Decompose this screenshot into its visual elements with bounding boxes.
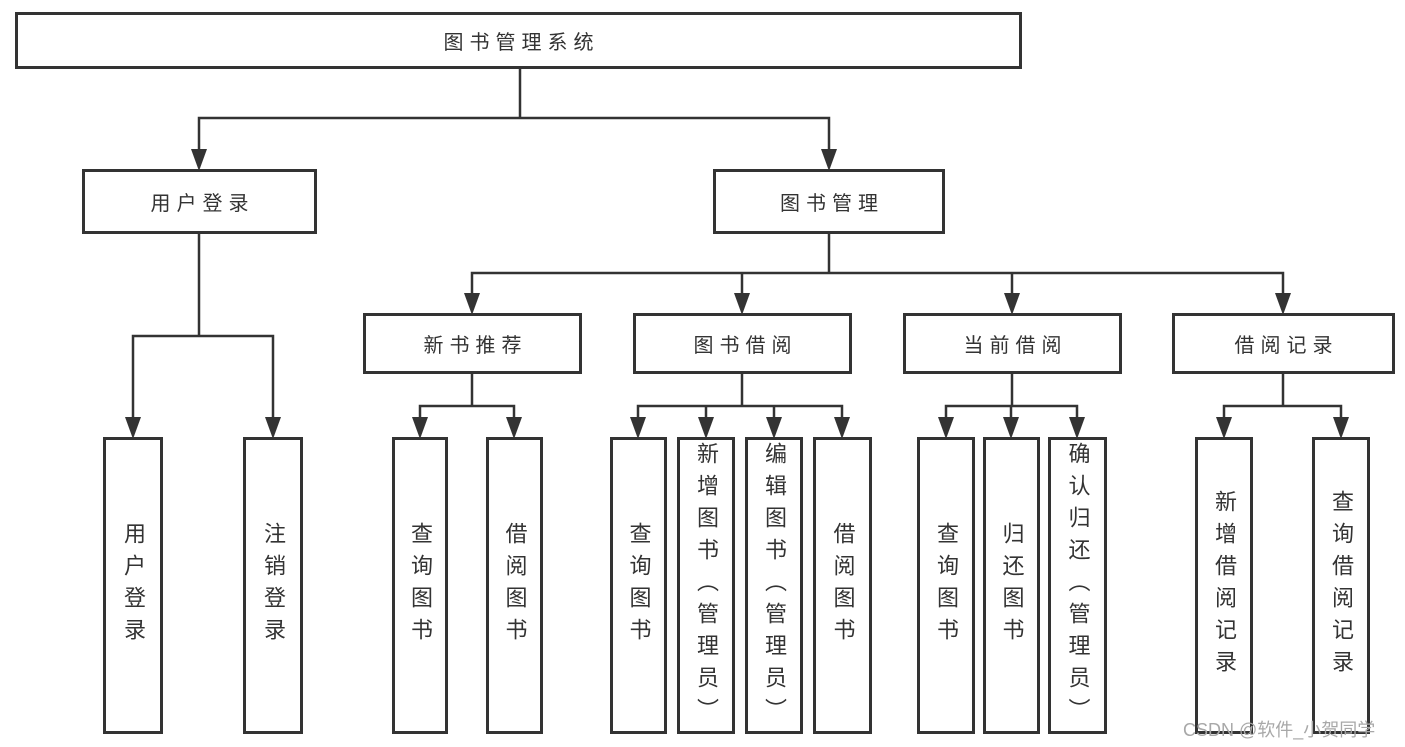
arrowhead [191,149,207,171]
arrowhead [1216,417,1232,439]
edge-book-management-children [470,232,1285,296]
node-cb-return-books: 归还图书 [983,437,1040,734]
arrowhead [265,417,281,439]
node-label: 当前借阅 [963,335,1068,357]
node-label: 图书借阅 [693,335,798,357]
node-label: 注销登录 [261,521,286,650]
node-bb-query-books: 查询图书 [610,437,667,734]
node-logout-action: 注销登录 [243,437,303,734]
node-book-borrowing: 图书借阅 [633,313,852,374]
edge-current-borrowing-children [944,372,1079,420]
node-label: 归还图书 [999,521,1025,650]
node-label: 新增图书（管理员） [694,441,719,730]
node-user-login: 用户登录 [82,169,317,234]
node-br-add-borrow-record: 新增借阅记录 [1195,437,1253,734]
node-nbr-query-books: 查询图书 [392,437,448,734]
node-label: 图书管理系统 [443,32,600,54]
node-label: 查询图书 [626,521,652,650]
node-label: 新书推荐 [423,335,528,357]
edge-book-borrowing-children [636,372,844,420]
arrowheads [125,149,1349,439]
node-bb-add-books-admin: 新增图书（管理员） [677,437,735,734]
node-label: 新增借阅记录 [1212,489,1237,682]
arrowhead [821,149,837,171]
node-new-book-recommendation: 新书推荐 [363,313,582,374]
arrowhead [1004,293,1020,315]
connector-lines [131,66,1343,420]
node-borrowing-records: 借阅记录 [1172,313,1395,374]
node-system-root: 图书管理系统 [15,12,1022,69]
node-label: 借阅记录 [1234,335,1339,357]
edge-new-book-recommendation-children [418,372,516,420]
node-label: 借阅图书 [502,521,528,650]
node-bb-edit-books-admin: 编辑图书（管理员） [745,437,803,734]
arrowhead [630,417,646,439]
edge-borrowing-records-children [1222,372,1343,420]
node-nbr-borrow-books: 借阅图书 [486,437,543,734]
arrowhead [938,417,954,439]
arrowhead [834,417,850,439]
node-label: 用户登录 [121,521,146,650]
arrowhead [766,417,782,439]
node-book-management: 图书管理 [713,169,945,234]
node-label: 查询图书 [408,521,433,650]
node-user-login-action: 用户登录 [103,437,163,734]
node-label: 确认归还（管理员） [1065,441,1091,730]
arrowhead [1275,293,1291,315]
arrowhead [1333,417,1349,439]
node-label: 图书管理 [780,193,884,215]
node-cb-confirm-return-admin: 确认归还（管理员） [1048,437,1107,734]
node-br-query-borrow-record: 查询借阅记录 [1312,437,1370,734]
arrowhead [1003,417,1019,439]
node-label: 查询借阅记录 [1329,489,1354,682]
node-label: 编辑图书（管理员） [762,441,787,730]
arrowhead [698,417,714,439]
node-label: 用户登录 [150,193,255,215]
arrowhead [464,293,480,315]
arrowhead [125,417,141,439]
arrowhead [734,293,750,315]
arrowhead [1069,417,1085,439]
node-cb-query-books: 查询图书 [917,437,975,734]
arrowhead [412,417,428,439]
csdn-watermark: CSDN @软件_小贺同学 [1183,720,1376,740]
arrowhead [506,417,522,439]
node-current-borrowing: 当前借阅 [903,313,1122,374]
node-label: 查询图书 [934,521,959,650]
node-label: 借阅图书 [830,521,856,650]
edge-root-to-level2 [197,66,831,152]
edge-user-login-children [131,232,275,420]
node-bb-borrow-books: 借阅图书 [813,437,872,734]
